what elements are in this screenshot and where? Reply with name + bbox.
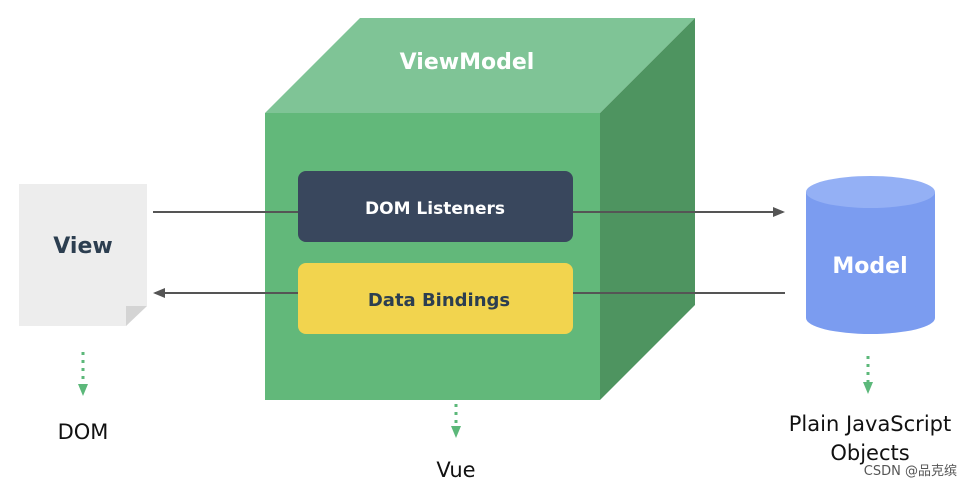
model-cylinder-bottom: [806, 302, 935, 334]
cube-top-face: [265, 18, 695, 113]
cube-side-face: [600, 18, 695, 400]
model-caption-line1: Plain JavaScript: [789, 412, 951, 436]
data-bindings-label: Data Bindings: [368, 290, 510, 311]
model-caption-line2: Objects: [830, 441, 909, 465]
view-page-fold: [126, 306, 147, 326]
dom-listeners-label: DOM Listeners: [365, 199, 505, 219]
view-page: [19, 184, 147, 326]
model-label: Model: [832, 254, 907, 279]
model-cylinder-top: [806, 176, 935, 208]
view-document: View: [19, 184, 147, 326]
watermark: CSDN @品克缤: [864, 463, 957, 479]
view-caption: DOM: [58, 420, 109, 444]
dom-listeners-box: DOM Listeners: [298, 171, 573, 242]
viewmodel-title: ViewModel: [400, 50, 535, 75]
model-cylinder-body: [806, 192, 935, 318]
vue-caption: Vue: [436, 458, 475, 482]
cube-front-face: [265, 113, 600, 400]
model-cylinder: Model: [806, 176, 935, 334]
data-bindings-box: Data Bindings: [298, 263, 573, 334]
viewmodel-cube: ViewModel: [265, 18, 695, 400]
view-label: View: [53, 234, 112, 259]
